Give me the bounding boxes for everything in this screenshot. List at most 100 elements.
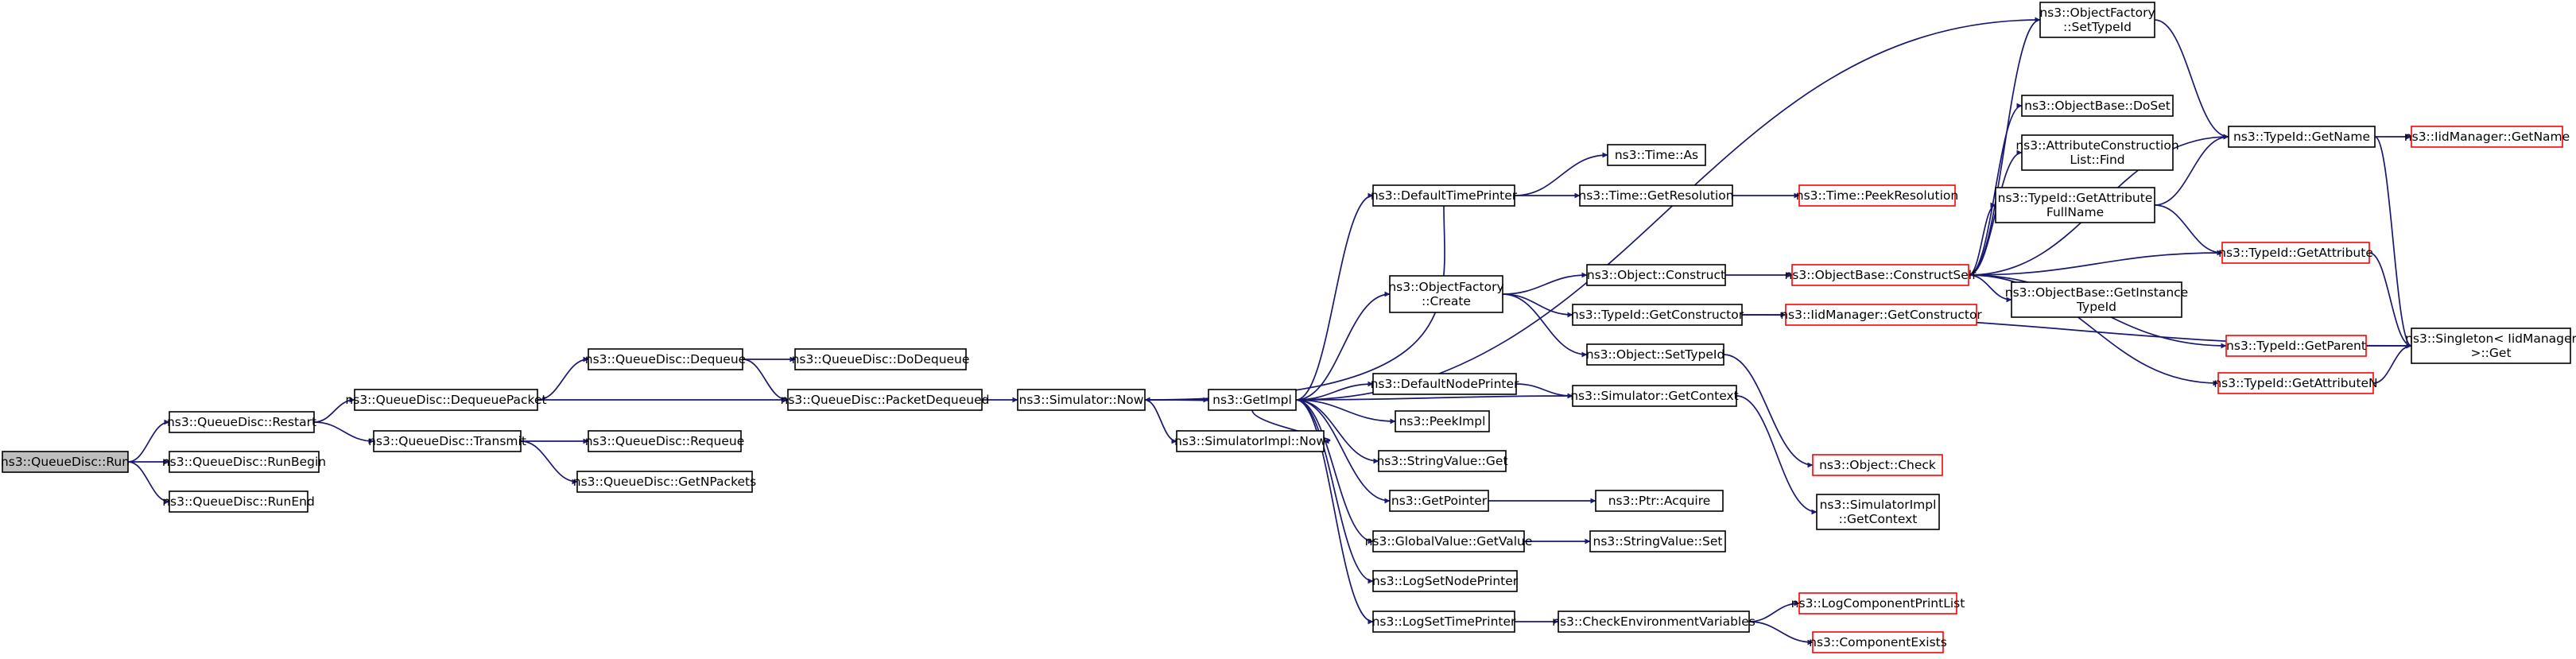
node-getnpackets[interactable]: ns3::QueueDisc::GetNPackets (573, 471, 756, 493)
node-label: ns3::TypeId::GetName (2233, 130, 2370, 144)
node-runend[interactable]: ns3::QueueDisc::RunEnd (162, 490, 315, 513)
node-getpointer[interactable]: ns3::GetPointer (1389, 490, 1489, 512)
node-box (1372, 611, 1515, 633)
node-box (576, 471, 753, 493)
node-label: ns3::Time::GetResolution (1578, 188, 1733, 203)
node-stringvalueset[interactable]: ns3::StringValue::Set (1589, 530, 1726, 552)
node-timegetres[interactable]: ns3::Time::GetResolution (1578, 184, 1734, 207)
node-box (1395, 410, 1490, 432)
edge-objbaseconstructself-to-typeidgetattributen (1968, 274, 2219, 386)
node-objfactorycreate[interactable]: ns3::ObjectFactory::Create (1388, 275, 1504, 313)
node-typeidgetattributen[interactable]: ns3::TypeId::GetAttributeN (2213, 372, 2378, 394)
node-compexists[interactable]: ns3::ComponentExists (1809, 631, 1947, 653)
node-label: ns3::LogSetNodePrinter (1372, 574, 1519, 588)
edge-dequeue-to-packetdequeued (742, 359, 789, 403)
node-iidmgrgetctor[interactable]: ns3::IidManager::GetConstructor (1780, 304, 1982, 326)
node-simgetcontext[interactable]: ns3::Simulator::GetContext (1570, 385, 1739, 407)
edge-deftimeprinter-to-timeas (1514, 152, 1608, 196)
node-requeue[interactable]: ns3::QueueDisc::Requeue (585, 430, 745, 452)
edge-typeidgetattrfullname-to-typeidgetname (2154, 134, 2229, 206)
node-label: ns3::GlobalValue::GetValue (1365, 534, 1533, 549)
node-simnow[interactable]: ns3::Simulator::Now (1017, 389, 1146, 411)
node-label: ns3::TypeId::GetAttributeN (2213, 376, 2377, 390)
node-singletonget[interactable]: ns3::Singleton< IidManager >::Get (2405, 328, 2576, 364)
node-label: ns3::TypeId::GetAttribute (2218, 246, 2373, 260)
node-label: ns3::StringValue::Get (1376, 454, 1507, 468)
node-label: ns3::TypeId::GetParent (2226, 339, 2366, 353)
node-label: ns3::ObjectFactory (2039, 6, 2155, 20)
node-objconstruct[interactable]: ns3::Object::Construct (1586, 264, 1726, 286)
node-iidmgrgetname[interactable]: ns3::IidManager::GetName (2404, 126, 2570, 148)
edge-typeidgetattrfullname-to-typeidgetattribute (2154, 204, 2223, 256)
node-label: ns3::SimulatorImpl (1820, 498, 1937, 512)
node-label: ns3::CheckEnvironmentVariables (1552, 614, 1755, 629)
node-logsettimeprinter[interactable]: ns3::LogSetTimePrinter (1372, 611, 1516, 633)
edge-defnodeprinter-to-simgetcontext (1515, 383, 1573, 399)
node-box (169, 451, 320, 473)
node-label: ns3::QueueDisc::Restart (167, 415, 316, 429)
node-box (1586, 264, 1726, 286)
node-dodequeue[interactable]: ns3::QueueDisc::DoDequeue (792, 348, 970, 370)
node-logsetnodeprinter[interactable]: ns3::LogSetNodePrinter (1372, 570, 1519, 592)
node-simimplnow[interactable]: ns3::SimulatorImpl::Now (1174, 430, 1326, 452)
node-objfactorysettypeid[interactable]: ns3::ObjectFactory::SetTypeId (2039, 2, 2155, 38)
node-objbaseconstructself[interactable]: ns3::ObjectBase::ConstructSelf (1784, 264, 1977, 286)
node-typeidgetattribute[interactable]: ns3::TypeId::GetAttribute (2218, 242, 2373, 264)
edge-typeidgetattributen-to-singletonget (2372, 343, 2412, 384)
node-box (588, 430, 742, 452)
node-typeidgetname[interactable]: ns3::TypeId::GetName (2228, 126, 2376, 148)
node-label: ns3::SimulatorImpl::Now (1174, 434, 1326, 448)
node-dequeue[interactable]: ns3::QueueDisc::Dequeue (585, 348, 746, 370)
node-box (1389, 490, 1489, 512)
node-run[interactable]: ns3::QueueDisc::Run (1, 451, 130, 473)
node-box (2039, 2, 2155, 38)
node-label: ns3::Simulator::GetContext (1570, 389, 1739, 403)
node-box (169, 490, 308, 513)
node-box (373, 430, 522, 452)
node-box (1572, 385, 1737, 407)
node-label: ns3::IidManager::GetName (2404, 130, 2570, 144)
node-typeidgetctor[interactable]: ns3::TypeId::GetConstructor (1571, 304, 1744, 326)
edge-objfactorysettypeid-to-typeidgetname (2154, 19, 2229, 140)
node-label: >::Get (2470, 346, 2511, 360)
node-packetdequeued[interactable]: ns3::QueueDisc::PacketDequeued (781, 389, 990, 411)
node-checkenv[interactable]: ns3::CheckEnvironmentVariables (1552, 611, 1755, 633)
node-getimpl[interactable]: ns3::GetImpl (1208, 389, 1297, 411)
edge-objsettypeid-to-objectcheck (1723, 354, 1814, 468)
edge-simnow-to-simimplnow (1144, 399, 1177, 444)
node-label: ns3::Object::Check (1819, 458, 1936, 472)
node-typeidgetparent[interactable]: ns3::TypeId::GetParent (2225, 335, 2367, 357)
node-restart[interactable]: ns3::QueueDisc::Restart (167, 411, 316, 433)
node-transmit[interactable]: ns3::QueueDisc::Transmit (368, 430, 526, 452)
node-timeas[interactable]: ns3::Time::As (1607, 144, 1706, 166)
node-box (2411, 126, 2563, 148)
edge-objbaseconstructself-to-typeidgetattribute (1968, 250, 2223, 276)
node-label: ns3::Singleton< IidManager (2405, 331, 2576, 346)
node-ptracquire[interactable]: ns3::Ptr::Acquire (1595, 490, 1724, 512)
node-simimplgetcontext[interactable]: ns3::SimulatorImpl::GetContext (1816, 494, 1940, 530)
node-objsettypeid[interactable]: ns3::Object::SetTypeId (1586, 343, 1725, 366)
node-runbegin[interactable]: ns3::QueueDisc::RunBegin (162, 451, 326, 473)
node-stringvalueget[interactable]: ns3::StringValue::Get (1376, 450, 1508, 472)
node-timepeekres[interactable]: ns3::Time::PeekResolution (1796, 184, 1958, 207)
node-box (2411, 328, 2571, 364)
node-box (2221, 242, 2370, 264)
node-box (1589, 530, 1726, 552)
edge-getimpl-to-globalvalueget (1295, 399, 1374, 545)
node-objectcheck[interactable]: ns3::Object::Check (1812, 454, 1943, 476)
node-box (1798, 592, 1957, 614)
node-label: ns3::Ptr::Acquire (1608, 494, 1711, 508)
node-defnodeprinter[interactable]: ns3::DefaultNodePrinter (1371, 373, 1519, 395)
edge-getimpl-to-logsetnodeprinter (1295, 399, 1374, 584)
node-box (1586, 343, 1724, 366)
node-globalvalueget[interactable]: ns3::GlobalValue::GetValue (1365, 530, 1533, 552)
node-logcompprintlist[interactable]: ns3::LogComponentPrintList (1791, 592, 1965, 614)
node-deftimeprinter[interactable]: ns3::DefaultTimePrinter (1371, 184, 1518, 207)
node-peekimpl[interactable]: ns3::PeekImpl (1395, 410, 1490, 432)
node-box (1812, 631, 1944, 653)
node-dequeuepacket[interactable]: ns3::QueueDisc::DequeuePacket (345, 389, 547, 411)
node-objbasedoset[interactable]: ns3::ObjectBase::DoSet (2021, 95, 2174, 117)
